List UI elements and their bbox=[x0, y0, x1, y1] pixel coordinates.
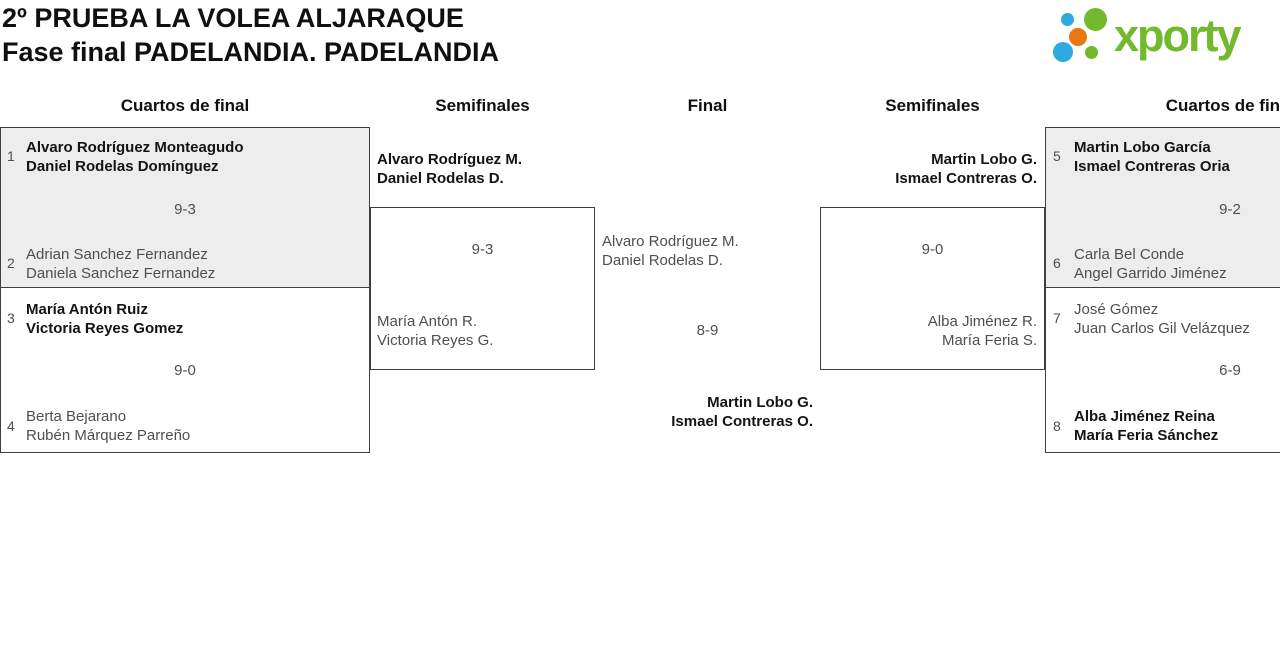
team-qf4-b: Alba Jiménez Reina María Feria Sánchez bbox=[1074, 407, 1218, 445]
match-score: 6-9 bbox=[1219, 362, 1241, 379]
team-qf4-a: José Gómez Juan Carlos Gil Velázquez bbox=[1074, 300, 1250, 338]
round-header-semifinals-right: Semifinales bbox=[885, 96, 980, 115]
player-name: José Gómez bbox=[1074, 301, 1159, 318]
player-name: María Feria S. bbox=[941, 332, 1037, 349]
player-name: Alvaro Rodríguez Monteagudo bbox=[26, 139, 244, 156]
player-name: Alba Jiménez R. bbox=[927, 313, 1037, 330]
team-sf1-a: Alvaro Rodríguez M. Daniel Rodelas D. bbox=[377, 150, 522, 188]
player-name: Martin Lobo G. bbox=[931, 151, 1037, 168]
seed-number: 7 bbox=[1053, 310, 1061, 326]
seed-number: 2 bbox=[7, 255, 15, 271]
round-header-final: Final bbox=[687, 96, 728, 115]
logo-wordmark: xporty bbox=[1114, 10, 1242, 61]
match-score: 8-9 bbox=[696, 322, 719, 339]
seed-number: 6 bbox=[1053, 255, 1061, 271]
player-name: María Feria Sánchez bbox=[1074, 427, 1219, 444]
player-name: María Antón R. bbox=[377, 313, 478, 330]
player-name: Daniel Rodelas D. bbox=[377, 170, 504, 187]
match-score: 9-0 bbox=[921, 241, 944, 258]
player-name: Angel Garrido Jiménez bbox=[1074, 265, 1227, 282]
player-name: Ismael Contreras O. bbox=[671, 413, 813, 430]
logo-dot-icon bbox=[1085, 46, 1098, 59]
match-score: 9-2 bbox=[1219, 201, 1241, 218]
player-name: Martin Lobo G. bbox=[707, 394, 813, 411]
logo-dot-icon bbox=[1084, 8, 1107, 31]
team-qf2-b: Berta Bejarano Rubén Márquez Parreño bbox=[26, 407, 190, 445]
seed-number: 8 bbox=[1053, 418, 1061, 434]
team-sf2-b: Alba Jiménez R. María Feria S. bbox=[820, 312, 1037, 350]
seed-number: 5 bbox=[1053, 148, 1061, 164]
player-name: Daniel Rodelas D. bbox=[602, 252, 723, 269]
team-qf1-b: Adrian Sanchez Fernandez Daniela Sanchez… bbox=[26, 245, 215, 283]
round-header-semifinals-left: Semifinales bbox=[435, 96, 530, 115]
player-name: Carla Bel Conde bbox=[1074, 246, 1185, 263]
match-box-qf1: 1 Alvaro Rodríguez Monteagudo Daniel Rod… bbox=[0, 127, 370, 288]
player-name: Daniel Rodelas Domínguez bbox=[26, 158, 219, 175]
team-qf2-a: María Antón Ruiz Victoria Reyes Gomez bbox=[26, 300, 183, 338]
match-score: 9-3 bbox=[174, 201, 196, 218]
team-qf3-a: Martin Lobo García Ismael Contreras Oria bbox=[1074, 138, 1230, 176]
player-name: Martin Lobo García bbox=[1074, 139, 1211, 156]
team-qf1-a: Alvaro Rodríguez Monteagudo Daniel Rodel… bbox=[26, 138, 244, 176]
player-name: Ismael Contreras O. bbox=[895, 170, 1037, 187]
match-box-sf1 bbox=[370, 207, 595, 370]
round-header-quarterfinals-right: Cuartos de final bbox=[1165, 96, 1280, 115]
team-final-b: Martin Lobo G. Ismael Contreras O. bbox=[595, 393, 813, 431]
logo-dot-icon bbox=[1053, 42, 1073, 62]
player-name: Juan Carlos Gil Velázquez bbox=[1074, 320, 1250, 337]
player-name: María Antón Ruiz bbox=[26, 301, 148, 318]
team-sf1-b: María Antón R. Victoria Reyes G. bbox=[377, 312, 493, 350]
player-name: Victoria Reyes Gomez bbox=[26, 320, 184, 337]
player-name: Victoria Reyes G. bbox=[377, 332, 494, 349]
seed-number: 1 bbox=[7, 148, 15, 164]
tournament-title-line2: Fase final PADELANDIA. PADELANDIA bbox=[2, 37, 500, 67]
tournament-title: 2º PRUEBA LA VOLEA ALJARAQUE Fase final … bbox=[2, 1, 499, 69]
player-name: Adrian Sanchez Fernandez bbox=[26, 246, 208, 263]
player-name: Berta Bejarano bbox=[26, 408, 127, 425]
team-qf3-b: Carla Bel Conde Angel Garrido Jiménez bbox=[1074, 245, 1227, 283]
match-score: 9-3 bbox=[471, 241, 494, 258]
seed-number: 3 bbox=[7, 310, 15, 326]
xporty-logo[interactable]: xporty bbox=[1053, 8, 1278, 74]
player-name: Daniela Sanchez Fernandez bbox=[26, 265, 216, 282]
tournament-title-line1: 2º PRUEBA LA VOLEA ALJARAQUE bbox=[2, 3, 464, 33]
logo-dot-icon bbox=[1061, 13, 1074, 26]
match-box-sf2 bbox=[820, 207, 1045, 370]
player-name: Alvaro Rodríguez M. bbox=[377, 151, 523, 168]
logo-dot-icon bbox=[1069, 28, 1087, 46]
player-name: Rubén Márquez Parreño bbox=[26, 427, 191, 444]
player-name: Alvaro Rodríguez M. bbox=[602, 233, 739, 250]
round-header-quarterfinals-left: Cuartos de final bbox=[120, 96, 250, 115]
seed-number: 4 bbox=[7, 418, 15, 434]
match-score: 9-0 bbox=[174, 362, 196, 379]
match-box-qf3: 5 Martin Lobo García Ismael Contreras Or… bbox=[1045, 127, 1280, 288]
player-name: Ismael Contreras Oria bbox=[1074, 158, 1230, 175]
team-sf2-a: Martin Lobo G. Ismael Contreras O. bbox=[820, 150, 1037, 188]
team-final-a: Alvaro Rodríguez M. Daniel Rodelas D. bbox=[602, 232, 739, 270]
match-box-qf2: 3 María Antón Ruiz Victoria Reyes Gomez … bbox=[0, 287, 370, 453]
match-box-qf4: 7 José Gómez Juan Carlos Gil Velázquez 6… bbox=[1045, 287, 1280, 453]
player-name: Alba Jiménez Reina bbox=[1074, 408, 1215, 425]
